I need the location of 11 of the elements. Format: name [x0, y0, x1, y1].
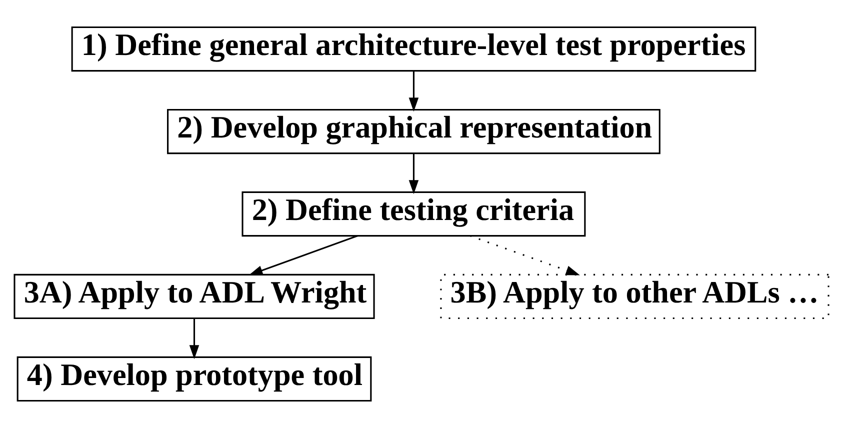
arrow — [470, 234, 580, 275]
node-box: 3A) Apply to ADL Wright — [14, 273, 375, 319]
arrow — [408, 153, 419, 194]
node-box: 4) Develop prototype tool — [16, 356, 372, 402]
node-box: 2) Define testing criteria — [242, 190, 586, 236]
arrow — [248, 234, 358, 275]
arrow — [189, 318, 200, 359]
node-box: 1) Define general architecture-level test properties — [71, 26, 756, 72]
node-box: 2) Develop graphical representation — [167, 108, 660, 154]
arrow — [408, 70, 419, 112]
node-box: 3B) Apply to other ADLs … — [440, 273, 830, 319]
